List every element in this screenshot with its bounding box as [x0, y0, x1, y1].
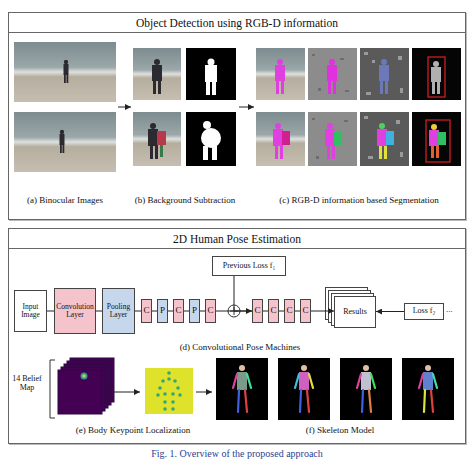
- section-panel: Object Detection using RGB-D information…: [8, 12, 466, 220]
- keypoint-map: [145, 368, 193, 414]
- flow-arrow: [196, 392, 212, 393]
- connector: [311, 311, 334, 312]
- connector: [168, 311, 173, 312]
- layer-label: C: [142, 306, 150, 315]
- layer-label: C: [206, 306, 214, 315]
- connector: [263, 311, 268, 312]
- connector: [200, 311, 205, 312]
- text-label: (f) Skeleton Model: [270, 425, 410, 435]
- connector: [47, 311, 54, 312]
- layer-label: C: [253, 306, 261, 315]
- layer-label: C: [269, 306, 277, 315]
- text-label: 14 Belief Map: [6, 374, 48, 392]
- layer-box: P: [157, 299, 168, 323]
- image-group: (c) RGB-D information based Segmentation: [254, 38, 464, 206]
- panel-heading: 2D Human Pose Estimation: [9, 229, 465, 249]
- belief-map: [50, 358, 114, 418]
- figure-caption: Fig. 1. Overview of the proposed approac…: [0, 448, 474, 460]
- panel-heading: Object Detection using RGB-D information: [9, 13, 465, 33]
- layer-box: Input Image: [14, 290, 47, 332]
- photo: [14, 42, 116, 172]
- skeleton-frames: [216, 358, 454, 420]
- layer-label: Previous Loss f₁: [222, 262, 277, 270]
- image-group: (b) Background Subtraction: [131, 38, 239, 206]
- connector: [118, 107, 131, 108]
- layer-box: Pooling Layer: [102, 288, 135, 334]
- flow-arrow: [110, 392, 140, 393]
- layer-box: C: [268, 299, 279, 323]
- photo: [256, 48, 461, 166]
- connector: [216, 311, 252, 312]
- connector: [376, 311, 404, 312]
- connector: [135, 311, 141, 312]
- image-caption: (a) Binocular Images: [4, 195, 126, 206]
- connector: [96, 311, 102, 312]
- text-label: ...: [446, 304, 466, 314]
- layer-box: P: [189, 299, 200, 323]
- layer-label: C: [285, 306, 293, 315]
- layer-box: C: [205, 299, 216, 323]
- layer-label: P: [159, 306, 166, 315]
- layer-label: Input Image: [15, 303, 46, 319]
- layer-label: Convolution Layer: [55, 303, 95, 319]
- connector: [184, 311, 189, 312]
- layer-box: Previous Loss f₁: [212, 256, 286, 276]
- text-label: (d) Convolutional Pose Machines: [140, 342, 340, 352]
- sum-junction: [228, 305, 240, 317]
- layer-label: Pooling Layer: [103, 303, 134, 319]
- connector: [234, 276, 252, 311]
- layer-label: Loss f₂: [412, 307, 437, 315]
- connector: [279, 311, 284, 312]
- layer-box: C: [173, 299, 184, 323]
- image-group: (a) Binocular Images: [12, 38, 118, 206]
- connector: [152, 311, 157, 312]
- layer-box: C: [300, 299, 311, 323]
- image-caption: (b) Background Subtraction: [123, 195, 247, 206]
- layer-label: P: [191, 306, 198, 315]
- layer-box: Results: [334, 296, 376, 328]
- layer-label: C: [174, 306, 182, 315]
- layer-box: C: [141, 299, 152, 323]
- section-panel: 2D Human Pose EstimationInput Image Convo…: [8, 228, 466, 444]
- layer-label: Results: [342, 308, 368, 316]
- layer-box: C: [284, 299, 295, 323]
- layer-label: C: [301, 306, 309, 315]
- layer-box: C: [252, 299, 263, 323]
- text-label: (e) Body Keypoint Localization: [48, 425, 218, 435]
- connector: [295, 311, 300, 312]
- image-caption: (c) RGB-D information based Segmentation: [246, 195, 472, 206]
- layer-box: Loss f₂: [404, 303, 444, 320]
- photo: [133, 48, 236, 166]
- layer-box: Convolution Layer: [54, 288, 96, 334]
- connector: [239, 107, 254, 108]
